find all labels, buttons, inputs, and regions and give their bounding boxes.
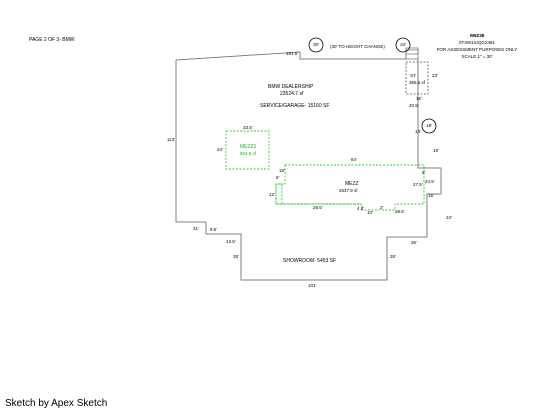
dim-showroom-right: 35' [390, 254, 396, 259]
dim-right-side: 19' [433, 148, 439, 153]
dim-mezz-bot-l: 28.5' [313, 205, 323, 210]
callout-side-text: 18' [426, 123, 432, 128]
dim-mezz-small-b: 15' [279, 168, 285, 173]
id-line-1: W6Z38 [469, 33, 485, 38]
mezz-outline-left [275, 165, 362, 205]
stair-box [405, 61, 429, 95]
callout-left-text: 30' [313, 42, 319, 47]
dim-stair-h: 20.5' [409, 103, 419, 108]
dim-top: 161.5' [286, 51, 299, 56]
dim-right-step: 15' [428, 193, 434, 198]
main-area-name: BMW DEALERSHIP [268, 84, 314, 90]
id-line-3: FOR ASSESSMENT PURPOSES ONLY [436, 47, 518, 52]
id-line-4: SCALE 1" = 30' [461, 54, 493, 59]
stair-area: 355.5 sf [409, 80, 426, 85]
dim-mezz-bot-m1: 4.5' [357, 206, 365, 211]
service-area-label: SERVICE/GARAGE- 15160 SF [260, 103, 330, 109]
callout-circle-right [395, 37, 411, 53]
callout-right-text: 34' [400, 42, 406, 47]
mezz1-name: MEZZ1 [240, 144, 257, 150]
dim-left: 113' [167, 137, 176, 142]
dim-mezz-bot-m3: 2' [380, 205, 384, 210]
stair-label: ST. [410, 73, 417, 78]
dim-mezz-side-r2: 6' [422, 170, 426, 175]
height-change-note: (30' TO HEIGHT CHANGE) [330, 44, 385, 49]
dim-mezz-side-r3: 24.5' [425, 179, 435, 184]
main-area-size: 23524.7 sf [280, 91, 304, 97]
building-outline [175, 47, 442, 281]
footer-credit: Sketch by Apex Sketch [5, 398, 108, 409]
dim-mezz-bot-r: 28.5' [395, 209, 405, 214]
mezz-name: MEZZ [345, 181, 359, 187]
mezz1-outline [225, 130, 270, 170]
building-outline-main [175, 49, 442, 281]
dim-notch-w: 13' [415, 129, 421, 134]
page-label: PAGE 2 OF 3- BMW [29, 37, 75, 43]
dim-stair-side: 23' [432, 73, 438, 78]
dim-step-left-3: 13.5' [226, 239, 236, 244]
showroom-label: SHOWROOM- 5453 SF [283, 258, 337, 264]
dim-step-left-2: 9.5' [210, 227, 218, 232]
dim-bottom: 101' [308, 283, 317, 288]
id-line-2: 0T3W1IUQG2481 [458, 40, 495, 45]
mezz-outline [275, 164, 425, 211]
dim-mezz-side-r1: 27.5' [413, 182, 423, 187]
dim-mezz-bot-m2: 10' [367, 210, 373, 215]
dim-showroom-left: 35' [233, 254, 239, 259]
callout-circle-side [421, 118, 437, 134]
dim-mezz-side-l: 12' [269, 192, 275, 197]
callout-circle-left [308, 37, 324, 53]
dim-right-lower: 24' [446, 215, 452, 220]
dim-showroom-step-r: 35' [411, 240, 417, 245]
dim-mezz-small-a: 6' [276, 175, 280, 180]
dim-mezz1-top: 33.5' [243, 125, 253, 130]
mezz1-area: 804.8 sf [240, 151, 257, 156]
dim-mezz-top: 84' [351, 157, 357, 162]
dim-mezz1-side: 24' [217, 147, 223, 152]
mezz-area: 2547.9 sf [339, 188, 358, 193]
dim-step-left-1: 31' [193, 226, 199, 231]
dim-stair-w: 16' [416, 96, 422, 101]
